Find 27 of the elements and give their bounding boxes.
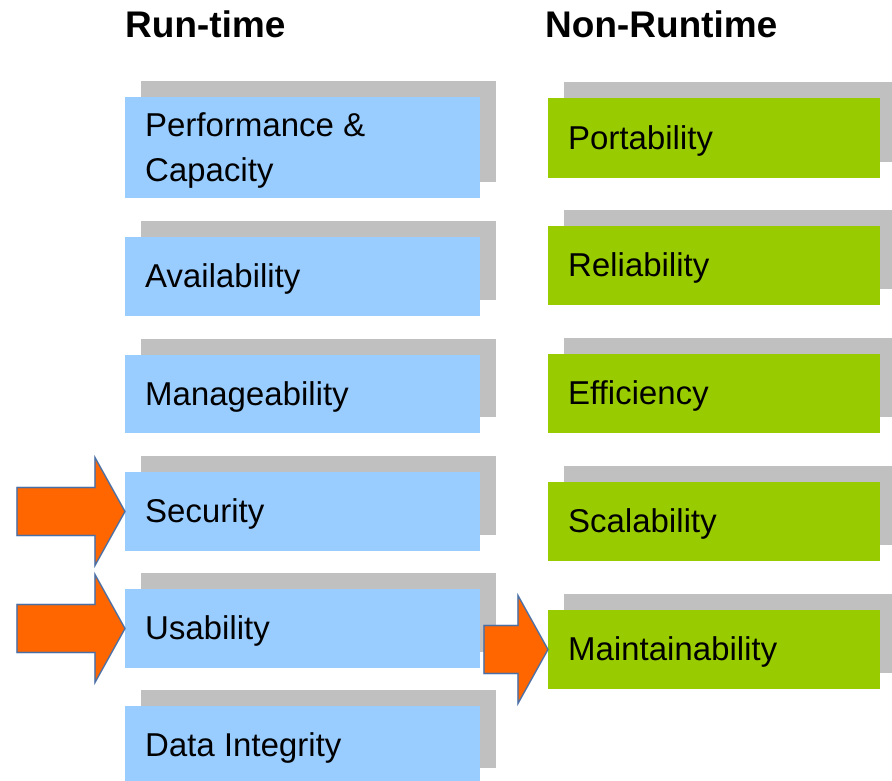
block-arrow bbox=[16, 572, 126, 686]
box-label: Availability bbox=[145, 256, 300, 296]
process-box bbox=[548, 354, 880, 433]
process-box bbox=[125, 472, 480, 551]
column-heading: Non-Runtime bbox=[545, 4, 778, 46]
box-label: Reliability bbox=[568, 245, 710, 286]
process-box bbox=[125, 589, 480, 668]
process-box bbox=[548, 610, 880, 689]
process-box bbox=[125, 97, 480, 198]
process-box bbox=[548, 226, 880, 305]
process-box bbox=[125, 706, 480, 781]
box-label: Performance & Capacity bbox=[145, 104, 366, 190]
block-arrow bbox=[483, 592, 549, 706]
box-label: Scalability bbox=[568, 501, 717, 542]
box-label: Maintainability bbox=[568, 629, 778, 670]
block-arrow bbox=[16, 454, 126, 568]
box-label: Manageability bbox=[145, 374, 349, 414]
column-heading: Run-time bbox=[125, 4, 286, 46]
process-box bbox=[125, 355, 480, 433]
process-box bbox=[548, 98, 880, 178]
process-box bbox=[548, 482, 880, 561]
box-label: Security bbox=[145, 491, 264, 532]
box-label: Efficiency bbox=[568, 373, 709, 414]
box-label: Portability bbox=[568, 118, 713, 158]
box-label: Usability bbox=[145, 608, 270, 648]
box-label: Data Integrity bbox=[145, 724, 342, 765]
process-box bbox=[125, 237, 480, 316]
